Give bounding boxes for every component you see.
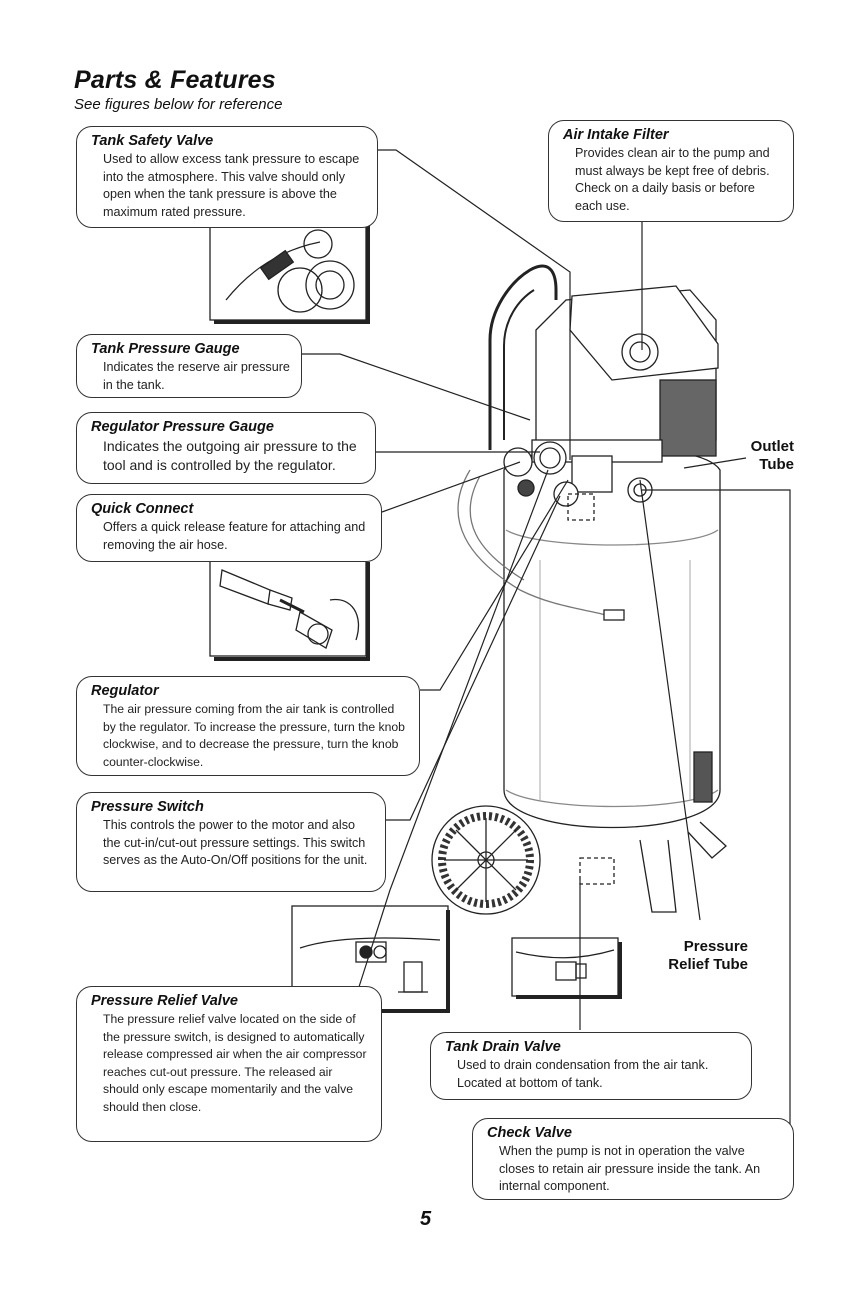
feature-title: Pressure Relief Valve <box>91 993 238 1009</box>
inset-quick-connect <box>209 559 370 661</box>
callout-outlet-tube: Outlet Tube <box>730 438 794 474</box>
feature-regulator-pressure-gauge: Regulator Pressure Gauge Indicates the o… <box>76 412 376 484</box>
callout-line: Pressure <box>683 938 748 955</box>
feature-pressure-switch: Pressure Switch This controls the power … <box>76 792 386 892</box>
feature-tank-drain-valve: Tank Drain Valve Used to drain condensat… <box>430 1032 752 1100</box>
feature-description: The air pressure coming from the air tan… <box>103 702 405 769</box>
feature-description: The pressure relief valve located on the… <box>103 1012 367 1114</box>
feature-tank-pressure-gauge: Tank Pressure Gauge Indicates the reserv… <box>76 334 302 398</box>
feature-description: When the pump is not in operation the va… <box>499 1144 761 1193</box>
feature-quick-connect: Quick Connect Offers a quick release fea… <box>76 494 382 562</box>
feature-title: Tank Safety Valve <box>91 133 214 149</box>
callout-pressure-relief-tube: Pressure Relief Tube <box>660 938 748 974</box>
feature-description: This controls the power to the motor and… <box>103 818 368 867</box>
feature-description: Used to drain condensation from the air … <box>457 1058 709 1090</box>
inset-tank-safety-valve <box>209 219 370 324</box>
callout-line: Relief Tube <box>668 956 748 973</box>
page-subtitle: See figures below for reference <box>74 96 283 113</box>
page-title: Parts & Features <box>74 66 276 94</box>
feature-title: Tank Pressure Gauge <box>91 341 240 357</box>
feature-pressure-relief-valve: Pressure Relief Valve The pressure relie… <box>76 986 382 1142</box>
page-number: 5 <box>420 1208 432 1230</box>
feature-check-valve: Check Valve When the pump is not in oper… <box>472 1118 794 1200</box>
feature-air-intake-filter: Air Intake Filter Provides clean air to … <box>548 120 794 222</box>
feature-description: Indicates the outgoing air pressure to t… <box>103 438 357 473</box>
feature-title: Regulator Pressure Gauge <box>91 419 274 435</box>
feature-regulator: Regulator The air pressure coming from t… <box>76 676 420 776</box>
feature-description: Indicates the reserve air pressure in th… <box>103 360 290 392</box>
feature-title: Regulator <box>91 683 159 699</box>
inset-tank-drain-valve <box>511 937 622 999</box>
feature-description: Used to allow excess tank pressure to es… <box>103 152 360 219</box>
feature-description: Provides clean air to the pump and must … <box>575 146 770 213</box>
feature-title: Tank Drain Valve <box>445 1039 561 1055</box>
leader-lines <box>302 149 791 1130</box>
callout-line: Outlet <box>750 438 794 455</box>
feature-tank-safety-valve: Tank Safety Valve Used to allow excess t… <box>76 126 378 228</box>
feature-title: Check Valve <box>487 1125 572 1141</box>
feature-description: Offers a quick release feature for attac… <box>103 520 366 552</box>
feature-title: Air Intake Filter <box>563 127 669 143</box>
feature-title: Pressure Switch <box>91 799 204 815</box>
callout-line: Tube <box>759 456 794 473</box>
feature-title: Quick Connect <box>91 501 194 517</box>
compressor-tank <box>431 264 727 915</box>
